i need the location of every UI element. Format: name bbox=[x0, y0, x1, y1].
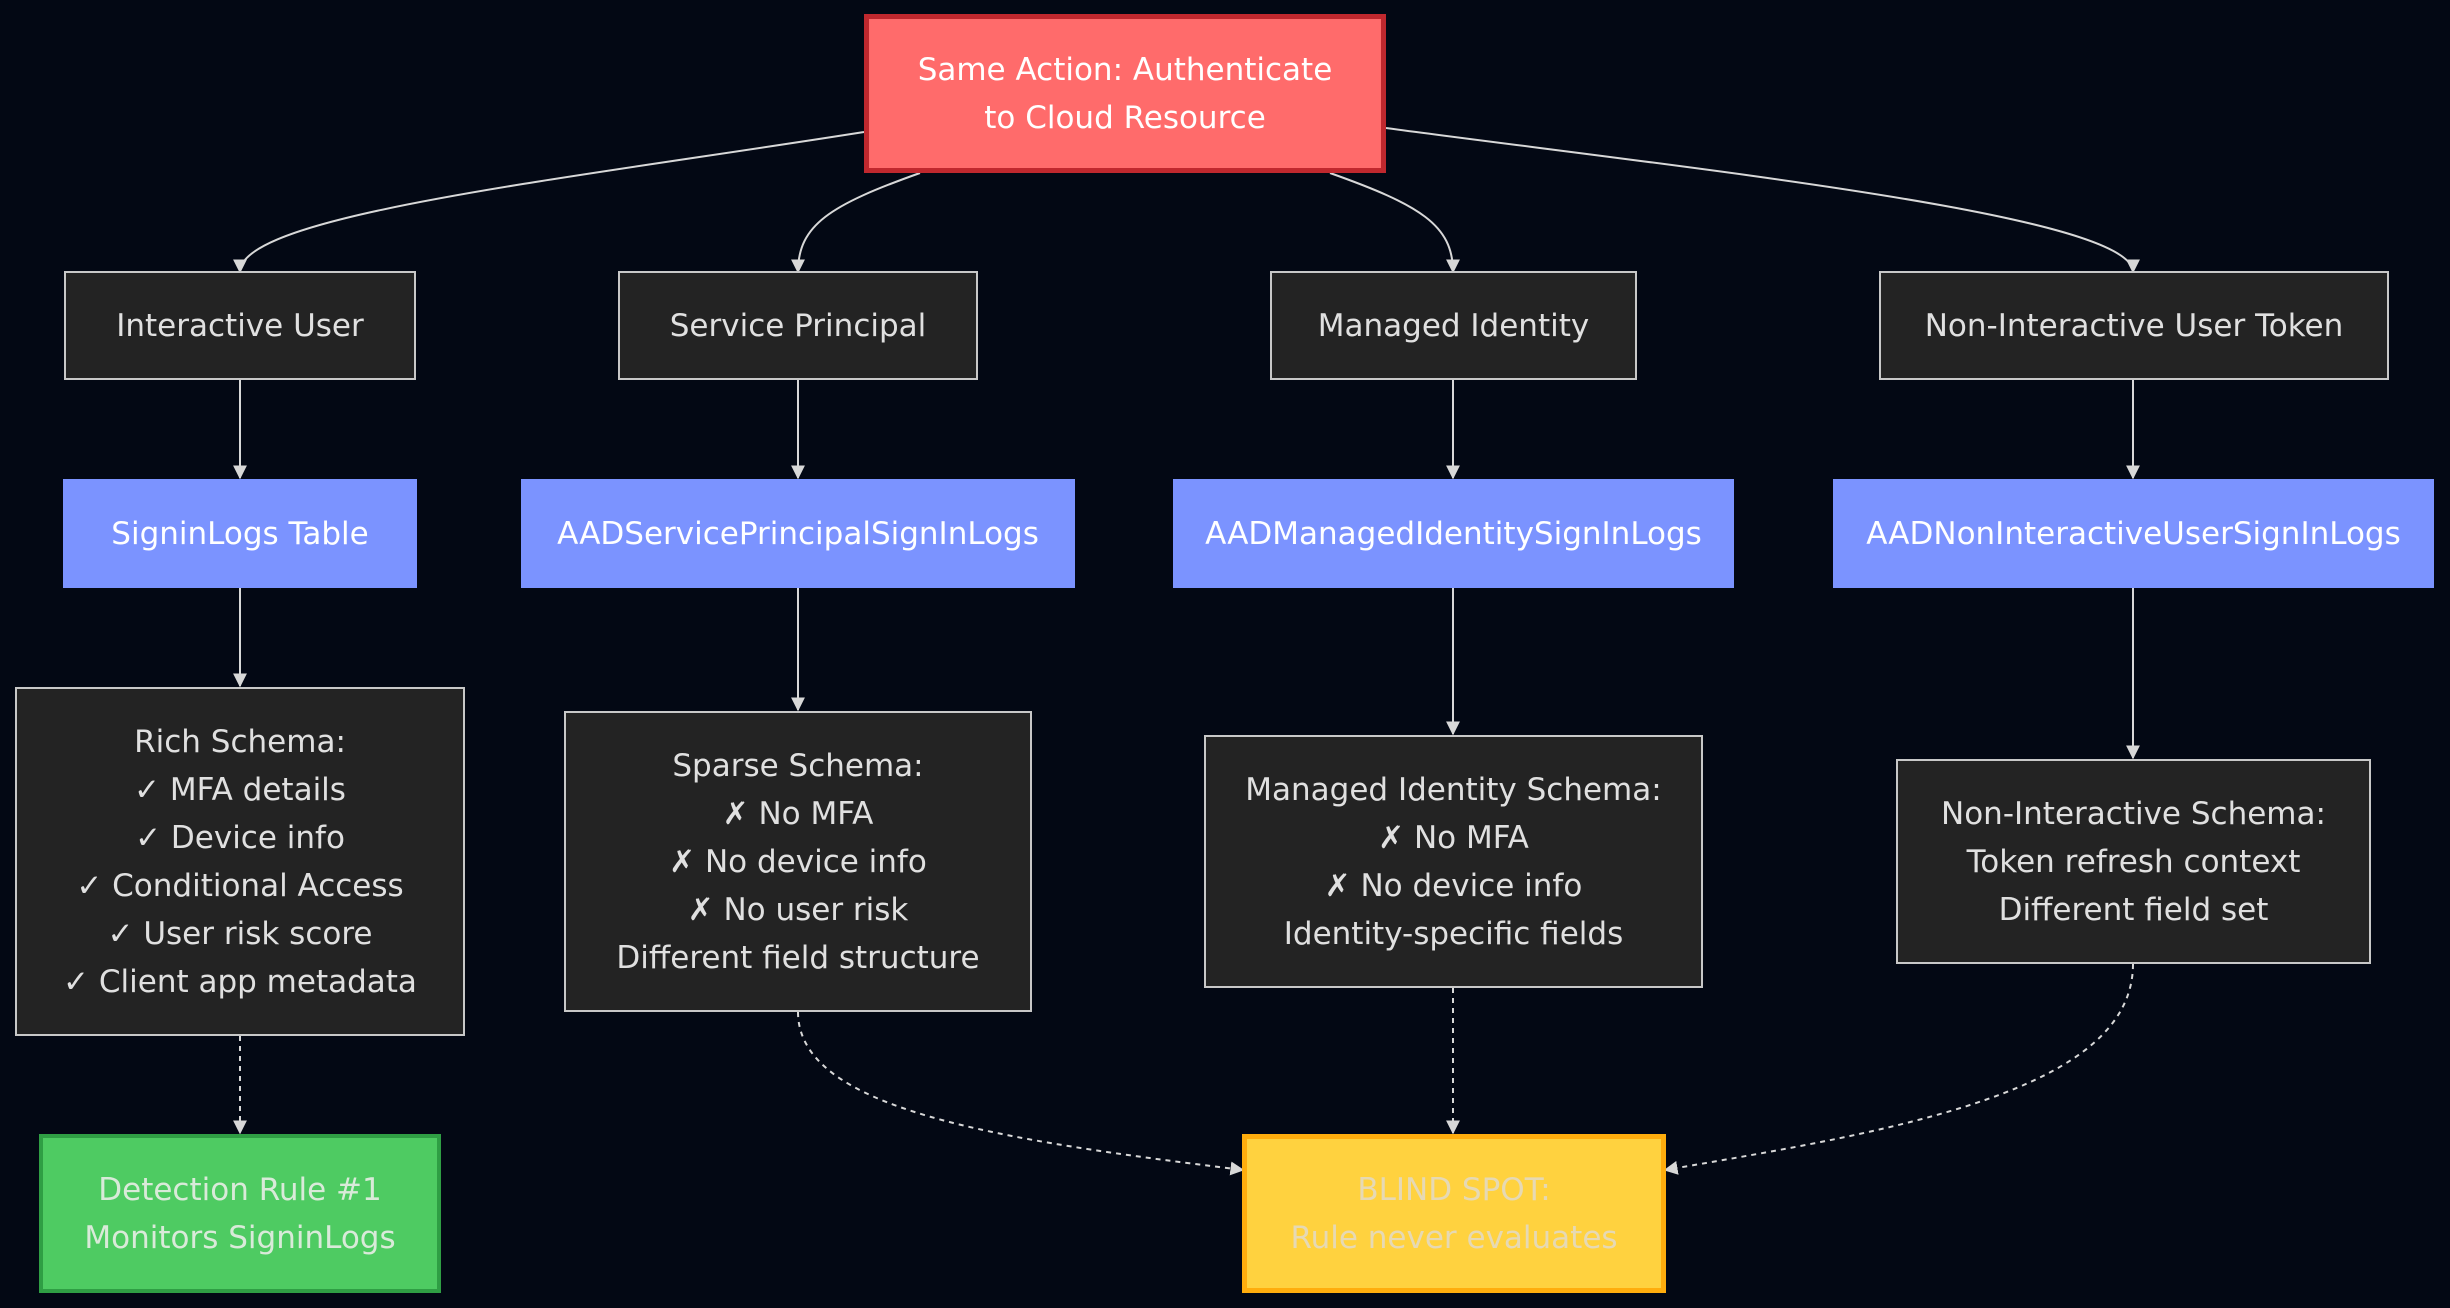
rich-schema-node-line-4: ✓ Conditional Access bbox=[76, 867, 404, 904]
managed-identity-node-line-1: Managed Identity bbox=[1317, 307, 1590, 344]
non-interactive-schema-node: Non-Interactive Schema: Token refresh con… bbox=[1896, 759, 2371, 964]
service-principal-node-line-1: Service Principal bbox=[669, 307, 927, 344]
non-interactive-token-node-line-1: Non-Interactive User Token bbox=[1924, 307, 2344, 344]
sparse-schema-node-line-3: ✗ No device info bbox=[669, 843, 927, 880]
detection-rule-node-line-2: Monitors SigninLogs bbox=[84, 1219, 396, 1256]
root-node: Same Action: Authenticate to Cloud Resour… bbox=[864, 14, 1386, 173]
non-interactive-schema-node-line-1: Non-Interactive Schema: bbox=[1941, 795, 2326, 832]
root-node-line-1: Same Action: Authenticate bbox=[917, 51, 1333, 88]
managed-identity-schema-node: Managed Identity Schema: ✗ No MFA ✗ No dev… bbox=[1204, 735, 1703, 988]
signinlogs-table-node: SigninLogs Table bbox=[63, 479, 417, 588]
sparse-schema-node-line-2: ✗ No MFA bbox=[722, 795, 874, 832]
edge-root-to-managed-identity bbox=[1329, 172, 1460, 274]
edge-root-to-service-principal bbox=[791, 172, 921, 274]
blind-spot-node-line-1: BLIND SPOT: bbox=[1357, 1171, 1551, 1208]
sparse-schema-node-line-4: ✗ No user risk bbox=[687, 891, 909, 928]
sparse-schema-node-line-1: Sparse Schema: bbox=[672, 747, 924, 784]
rich-schema-node-line-6: ✓ Client app metadata bbox=[63, 963, 417, 1000]
blind-spot-node-line-2: Rule never evaluates bbox=[1290, 1219, 1618, 1256]
interactive-user-node-line-1: Interactive User bbox=[116, 307, 364, 344]
interactive-user-node: Interactive User bbox=[64, 271, 416, 380]
edge-ni-schema-to-blind-spot bbox=[1663, 963, 2134, 1175]
managed-identity-schema-node-line-2: ✗ No MFA bbox=[1378, 819, 1529, 856]
service-principal-node: Service Principal bbox=[618, 271, 978, 380]
signinlogs-table-node-line-1: SigninLogs Table bbox=[111, 515, 369, 552]
managed-identity-schema-node-line-4: Identity-specific fields bbox=[1283, 915, 1624, 952]
aad-service-principal-logs-node: AADServicePrincipalSignInLogs bbox=[521, 479, 1075, 588]
sparse-schema-node: Sparse Schema: ✗ No MFA ✗ No device info ✗ … bbox=[564, 711, 1032, 1012]
detection-rule-node-line-1: Detection Rule #1 bbox=[98, 1171, 382, 1208]
edge-root-to-interactive-user bbox=[233, 131, 865, 274]
managed-identity-schema-node-line-1: Managed Identity Schema: bbox=[1245, 771, 1662, 808]
managed-identity-node: Managed Identity bbox=[1270, 271, 1637, 380]
rich-schema-node-line-2: ✓ MFA details bbox=[134, 771, 346, 808]
non-interactive-schema-node-line-2: Token refresh context bbox=[1966, 843, 2301, 880]
sparse-schema-node-line-5: Different field structure bbox=[616, 939, 980, 976]
aad-managed-identity-logs-node: AADManagedIdentitySignInLogs bbox=[1173, 479, 1734, 588]
rich-schema-node: Rich Schema: ✓ MFA details ✓ Device info ✓ … bbox=[15, 687, 465, 1036]
edge-root-to-non-interactive-token bbox=[1385, 127, 2140, 274]
rich-schema-node-line-3: ✓ Device info bbox=[135, 819, 345, 856]
managed-identity-schema-node-line-3: ✗ No device info bbox=[1324, 867, 1583, 904]
detection-rule-node: Detection Rule #1 Monitors SigninLogs bbox=[39, 1134, 441, 1293]
blind-spot-node: BLIND SPOT: Rule never evaluates bbox=[1242, 1134, 1666, 1293]
rich-schema-node-line-5: ✓ User risk score bbox=[107, 915, 373, 952]
aad-managed-identity-logs-node-line-1: AADManagedIdentitySignInLogs bbox=[1205, 515, 1702, 552]
root-node-line-2: to Cloud Resource bbox=[984, 99, 1266, 136]
aad-non-interactive-logs-node: AADNonInteractiveUserSignInLogs bbox=[1833, 479, 2434, 588]
rich-schema-node-line-1: Rich Schema: bbox=[134, 723, 346, 760]
aad-non-interactive-logs-node-line-1: AADNonInteractiveUserSignInLogs bbox=[1866, 515, 2401, 552]
aad-service-principal-logs-node-line-1: AADServicePrincipalSignInLogs bbox=[557, 515, 1039, 552]
edge-sparse-schema-to-blind-spot bbox=[797, 1011, 1245, 1176]
non-interactive-token-node: Non-Interactive User Token bbox=[1879, 271, 2389, 380]
non-interactive-schema-node-line-3: Different field set bbox=[1998, 891, 2269, 928]
